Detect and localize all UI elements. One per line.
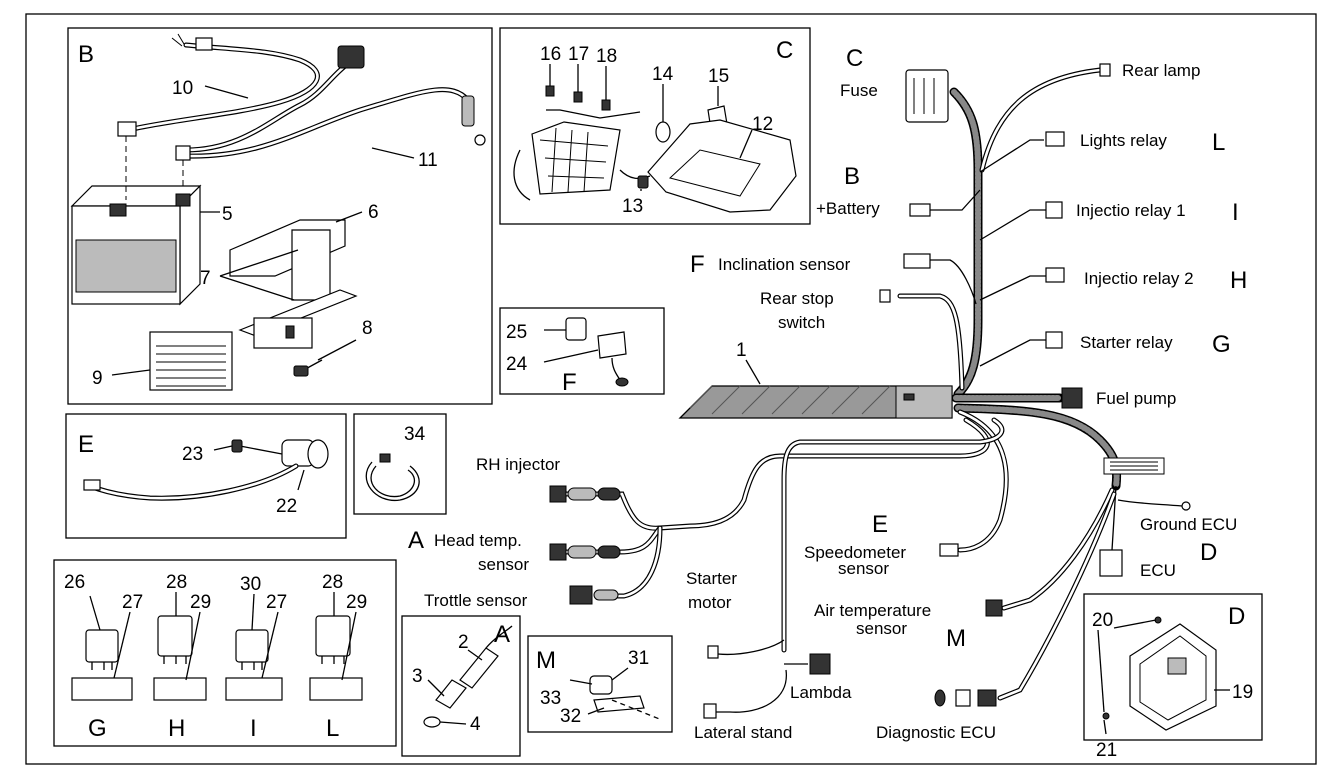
callout-27a: 27	[122, 592, 143, 613]
harness-labels: C Fuse Rear lamp Lights relay L B +Batte…	[408, 45, 1247, 742]
callout-4: 4	[470, 714, 481, 735]
relay-letter-g: G	[88, 715, 107, 742]
ecu-label: ECU	[1140, 561, 1176, 580]
panel-injector: A 2 3 4	[401, 615, 521, 757]
lights-relay-label: Lights relay	[1080, 131, 1167, 150]
lambda-label: Lambda	[790, 683, 852, 702]
callout-15: 15	[708, 66, 729, 87]
callout-29a: 29	[190, 592, 211, 613]
air-temp-label-1: Air temperature	[814, 601, 931, 620]
inj-relay-2-label: Injectio relay 2	[1084, 269, 1194, 288]
lights-relay-letter: L	[1212, 129, 1225, 156]
panel-battery: B 10 11	[67, 27, 493, 405]
rear-stop-label-2: switch	[778, 313, 825, 332]
callout-34: 34	[404, 424, 426, 445]
panel-fuse: C 16 17 18 14 15 12 13	[499, 27, 811, 225]
callout-20: 20	[1092, 610, 1113, 631]
air-temp-letter: M	[946, 625, 966, 652]
fuse-letter: C	[846, 45, 863, 72]
panel-stand-letter: E	[78, 431, 94, 458]
starter-motor-label-2: motor	[688, 593, 732, 612]
battery-label: +Battery	[816, 199, 880, 218]
relay-letter-h: H	[168, 715, 185, 742]
callout-3: 3	[412, 666, 423, 687]
callout-22: 22	[276, 496, 297, 517]
panel-inclination-letter: F	[562, 369, 577, 396]
panel-relays: 26 27 28 29 30 27 28 29 G H I L	[53, 559, 397, 747]
callout-19: 19	[1232, 682, 1253, 703]
callout-2: 2	[458, 632, 469, 653]
diagram-frame	[25, 13, 1317, 765]
speedometer-label-2: sensor	[838, 559, 889, 578]
diagnostic-ecu-label: Diagnostic ECU	[876, 723, 996, 742]
rear-lamp-label: Rear lamp	[1122, 61, 1200, 80]
speedometer-letter: E	[872, 511, 888, 538]
panel-fuse-letter: C	[776, 37, 793, 64]
ground-ecu-label: Ground ECU	[1140, 515, 1237, 534]
callout-28a: 28	[166, 572, 187, 593]
head-temp-label-1: Head temp.	[434, 531, 522, 550]
callout-23: 23	[182, 444, 203, 465]
callout-14: 14	[652, 64, 674, 85]
fuel-pump-label: Fuel pump	[1096, 389, 1176, 408]
callout-12: 12	[752, 114, 773, 135]
speedometer-label-1: Speedometer	[804, 543, 906, 562]
inj-relay-2-letter: H	[1230, 267, 1247, 294]
panel-lambda-letter: M	[536, 647, 556, 674]
starter-relay-label: Starter relay	[1080, 333, 1173, 352]
callout-5: 5	[222, 204, 233, 225]
starter-relay-letter: G	[1212, 331, 1231, 358]
callout-26: 26	[64, 572, 85, 593]
panel-lambda-mount: M 33 31 32	[527, 635, 673, 733]
callout-18: 18	[596, 46, 617, 67]
callout-17: 17	[568, 44, 589, 65]
callout-11: 11	[418, 150, 438, 171]
callout-21: 21	[1096, 740, 1117, 761]
starter-motor-label-1: Starter	[686, 569, 737, 588]
callout-7: 7	[200, 268, 211, 289]
rear-stop-label-1: Rear stop	[760, 289, 834, 308]
callout-10: 10	[172, 78, 193, 99]
callout-1: 1	[736, 340, 747, 361]
callout-33: 33	[540, 688, 561, 709]
panel-ecu: D 20 19 21	[1083, 593, 1263, 761]
callout-24: 24	[506, 354, 528, 375]
trottle-label: Trottle sensor	[424, 591, 528, 610]
panel-clamp: 34	[353, 413, 447, 515]
lateral-stand-label: Lateral stand	[694, 723, 792, 742]
panel-battery-letter: B	[78, 41, 94, 68]
callout-9: 9	[92, 368, 103, 389]
relay-letter-l: L	[326, 715, 339, 742]
inj-relay-1-label: Injectio relay 1	[1076, 201, 1186, 220]
panel-stand-switch: E 23 22	[65, 413, 347, 539]
callout-30: 30	[240, 574, 261, 595]
callout-25: 25	[506, 322, 527, 343]
main-harness: 1	[549, 63, 1191, 719]
head-temp-label-2: sensor	[478, 555, 529, 574]
callout-32: 32	[560, 706, 581, 727]
panel-inclination: 25 24 F	[499, 307, 665, 396]
head-temp-letter: A	[408, 527, 424, 554]
ecu-letter: D	[1200, 539, 1217, 566]
callout-13: 13	[622, 196, 643, 217]
callout-31: 31	[628, 648, 649, 669]
callout-16: 16	[540, 44, 561, 65]
panel-ecu-letter: D	[1228, 603, 1245, 630]
panel-injector-letter: A	[494, 621, 510, 648]
air-temp-label-2: sensor	[856, 619, 907, 638]
callout-27b: 27	[266, 592, 287, 613]
inclination-letter: F	[690, 251, 705, 278]
inj-relay-1-letter: I	[1232, 199, 1239, 226]
battery-letter: B	[844, 163, 860, 190]
rh-injector-label: RH injector	[476, 455, 560, 474]
callout-6: 6	[368, 202, 379, 223]
callout-8: 8	[362, 318, 373, 339]
inclination-label: Inclination sensor	[718, 255, 851, 274]
callout-29b: 29	[346, 592, 367, 613]
relay-letter-i: I	[250, 715, 257, 742]
callout-28b: 28	[322, 572, 343, 593]
fuse-label: Fuse	[840, 81, 878, 100]
